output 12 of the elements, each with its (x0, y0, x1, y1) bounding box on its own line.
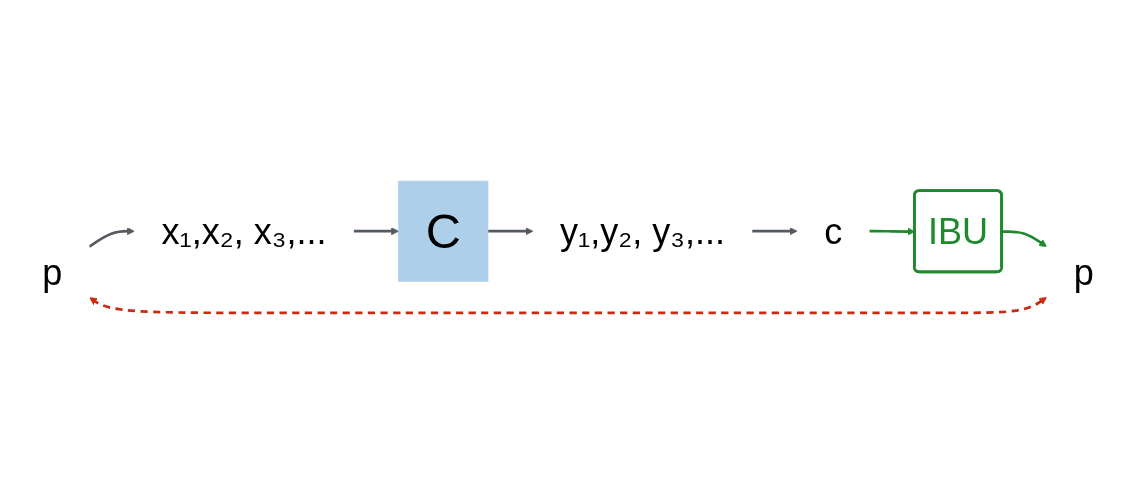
arrow (752, 227, 798, 236)
node-text: p (42, 252, 63, 292)
arrow (88, 227, 135, 248)
arrow (1002, 230, 1047, 247)
arrow (89, 297, 1047, 315)
node-text: p (1073, 252, 1094, 292)
node-text: x₁,x₂, x₃,... (161, 211, 327, 252)
node-text: y₁,y₂, y₃,... (560, 211, 726, 252)
arrow (353, 227, 399, 236)
node-text: c (824, 211, 843, 252)
arrow (487, 227, 534, 236)
node-box: C (398, 180, 489, 282)
